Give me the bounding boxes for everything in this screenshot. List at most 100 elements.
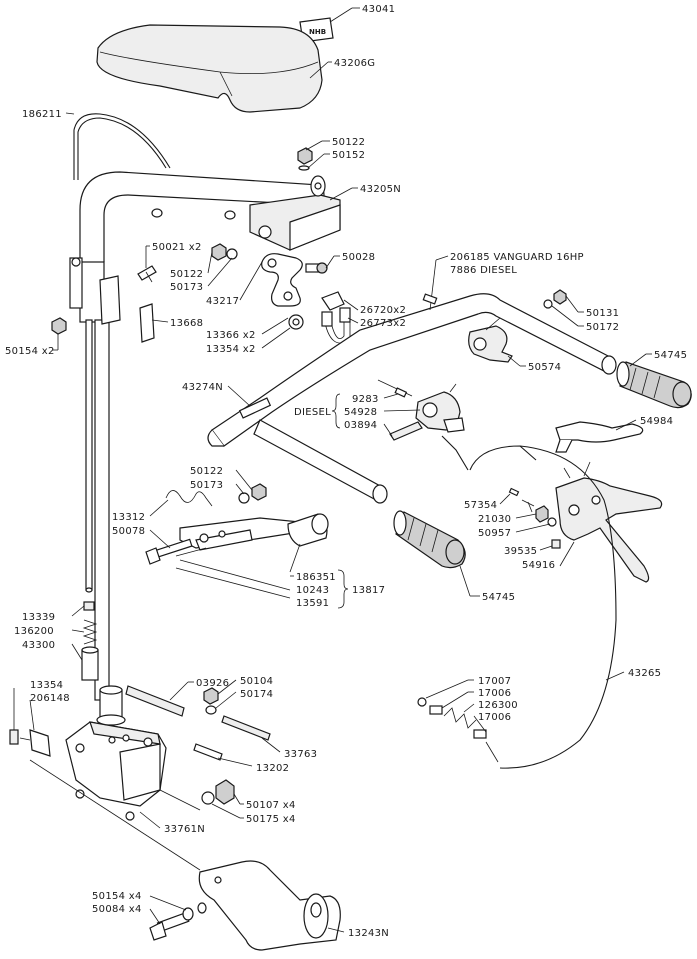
label-50173-low: 50173 [190, 480, 223, 491]
label-43041: 43041 [362, 4, 395, 15]
label-50574: 50574 [528, 362, 561, 373]
label-50122-top: 50122 [332, 137, 365, 148]
label-136200: 136200 [14, 626, 54, 637]
label-13339: 13339 [22, 612, 55, 623]
label-03926: 03926 [196, 678, 229, 689]
grip-bottom-54745 [393, 510, 466, 569]
label-54928: 54928 [344, 407, 377, 418]
base-33761N [65, 685, 167, 821]
vertical-post [79, 261, 110, 701]
label-186351: 186351 [296, 572, 336, 583]
nut-washer-50107 [201, 779, 235, 805]
label-7886: 7886 DIESEL [450, 265, 517, 276]
diesel-throttle-54928 [415, 383, 465, 433]
label-13312: 13312 [112, 512, 145, 523]
label-186211: 186211 [22, 109, 62, 120]
nut-washer-50131 [543, 289, 567, 309]
label-13591: 13591 [296, 598, 329, 609]
label-54916: 54916 [522, 560, 555, 571]
nut-50154-left [51, 317, 67, 335]
label-33763: 33763 [284, 749, 317, 760]
label-13354-low: 13354 [30, 680, 63, 691]
cable-186211 [73, 113, 171, 180]
handlebar-43274N [207, 293, 617, 504]
plate-03894 [389, 421, 423, 441]
label-57354: 57354 [464, 500, 497, 511]
label-13366: 13366 x2 [206, 330, 256, 341]
label-21030: 21030 [478, 514, 511, 525]
label-26773: 26773x2 [360, 318, 406, 329]
label-50172: 50172 [586, 322, 619, 333]
cable-186211-inner [77, 117, 167, 180]
small-parts-57354-21030 [508, 487, 561, 549]
link-43217 [261, 253, 303, 307]
bolt-50084 [149, 902, 207, 941]
lever-54984 [555, 421, 644, 453]
label-50152: 50152 [332, 150, 365, 161]
label-13354-mid: 13354 x2 [206, 344, 256, 355]
bolt-50021 [137, 265, 157, 283]
label-50122-mid: 50122 [170, 269, 203, 280]
lever-assembly-54916 [555, 461, 663, 583]
label-39535: 39535 [504, 546, 537, 557]
nut-washer-50122-50173 [211, 243, 238, 261]
label-126300: 126300 [478, 700, 518, 711]
hinge-left [69, 257, 83, 309]
label-43205N: 43205N [360, 184, 401, 195]
cable-43265-branch [519, 445, 537, 461]
label-50078: 50078 [112, 526, 145, 537]
label-17006-b: 17006 [478, 712, 511, 723]
label-13817: 13817 [352, 585, 385, 596]
washer-13366 [288, 314, 304, 330]
label-50104: 50104 [240, 676, 273, 687]
nut-washer-50122-low [238, 483, 267, 504]
label-206148: 206148 [30, 693, 70, 704]
cable-end-parts [417, 697, 499, 763]
label-50122-low: 50122 [190, 466, 223, 477]
throttle-50574 [468, 317, 513, 363]
handle-upper-43205N [79, 171, 341, 262]
label-26720: 26720x2 [360, 305, 406, 316]
plate-13202 [193, 743, 223, 761]
label-43300: 43300 [22, 640, 55, 651]
clip-13354-206148 [9, 729, 51, 757]
label-50107: 50107 x4 [246, 800, 296, 811]
label-9283: 9283 [352, 394, 379, 405]
label-50175: 50175 x4 [246, 814, 296, 825]
label-50131: 50131 [586, 308, 619, 319]
labels: 43041 43206G 186211 50122 50152 43205N 5… [5, 4, 687, 939]
label-03894: 03894 [344, 420, 377, 431]
label-50154-left: 50154 x2 [5, 346, 55, 357]
label-50174: 50174 [240, 689, 273, 700]
label-50173-mid: 50173 [170, 282, 203, 293]
ubolt-26720 [321, 291, 351, 344]
label-17007: 17007 [478, 676, 511, 687]
nut-washer-50104 [203, 687, 219, 715]
plate-03926 [125, 685, 185, 717]
label-diesel: DIESEL [294, 407, 331, 418]
label-50021: 50021 x2 [152, 242, 202, 253]
label-50028: 50028 [342, 252, 375, 263]
grip-top-54745 [616, 361, 692, 409]
label-43274N: 43274N [182, 382, 223, 393]
label-54745-bottom: 54745 [482, 592, 515, 603]
label-13668: 13668 [170, 318, 203, 329]
label-43217: 43217 [206, 296, 239, 307]
label-206185: 206185 VANGUARD 16HP [450, 252, 584, 263]
label-17006-a: 17006 [478, 688, 511, 699]
label-10243: 10243 [296, 585, 329, 596]
spring-13312 [165, 490, 213, 507]
pin-50028 [305, 262, 328, 274]
label-50957: 50957 [478, 528, 511, 539]
label-50154-bottom: 50154 x4 [92, 891, 142, 902]
label-33761N: 33761N [164, 824, 205, 835]
label-54984: 54984 [640, 416, 673, 427]
bolt-50078 [145, 538, 207, 565]
cable-9283 [377, 379, 413, 398]
label-13243N: 13243N [348, 928, 389, 939]
label-13202: 13202 [256, 763, 289, 774]
spring-stack [81, 601, 99, 681]
knob-186351 [287, 513, 329, 547]
label-54745-top: 54745 [654, 350, 687, 361]
